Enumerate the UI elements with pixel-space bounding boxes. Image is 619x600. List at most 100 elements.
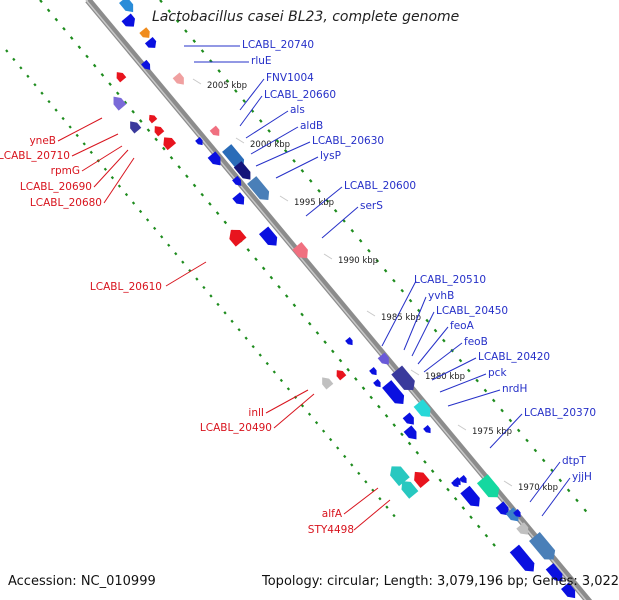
callout-line bbox=[71, 133, 119, 157]
callout-line bbox=[541, 477, 571, 517]
gc-dot bbox=[425, 318, 430, 323]
gc-dot bbox=[145, 218, 150, 222]
gc-dot bbox=[138, 119, 143, 123]
gc-dot bbox=[385, 505, 389, 509]
callout-line bbox=[343, 487, 379, 515]
gc-dot bbox=[54, 108, 58, 112]
callout-line bbox=[239, 95, 263, 127]
forward-gene bbox=[369, 367, 377, 376]
gc-dot bbox=[384, 414, 389, 418]
gene-label: LCABL_20630 bbox=[312, 135, 384, 147]
gc-dot bbox=[202, 285, 206, 290]
scale-label: 1975 kbp bbox=[472, 427, 512, 437]
gc-dot bbox=[61, 116, 65, 121]
forward-gene bbox=[172, 72, 184, 85]
gc-dot bbox=[54, 17, 59, 22]
gc-dot bbox=[367, 248, 371, 253]
gc-dot bbox=[375, 258, 380, 263]
gc-dot bbox=[286, 387, 291, 391]
reverse-gene bbox=[163, 137, 177, 151]
gene-label: feoB bbox=[464, 336, 488, 348]
gc-dot bbox=[258, 353, 262, 357]
forward-gene bbox=[423, 425, 431, 434]
gc-dot bbox=[138, 209, 143, 214]
gene-label: lysP bbox=[320, 150, 341, 162]
gc-dot bbox=[446, 487, 450, 492]
gene-label: feoA bbox=[450, 320, 475, 332]
gc-dot bbox=[284, 294, 289, 298]
reverse-gene bbox=[401, 481, 419, 499]
callout-line bbox=[321, 206, 359, 239]
gene-label: STY4498 bbox=[308, 524, 354, 536]
gc-dot bbox=[469, 515, 473, 520]
scale-tick bbox=[235, 137, 245, 144]
forward-gene bbox=[222, 144, 245, 168]
callout-line bbox=[529, 461, 561, 503]
gc-dot bbox=[423, 460, 427, 464]
gc-dot bbox=[525, 438, 529, 443]
gc-dot bbox=[77, 45, 82, 50]
gc-dot bbox=[62, 26, 66, 31]
gc-dot bbox=[433, 328, 438, 333]
gc-dot bbox=[392, 423, 397, 427]
gc-dot bbox=[154, 137, 158, 142]
forward-gene bbox=[459, 475, 467, 484]
gc-dot bbox=[408, 298, 413, 303]
gc-dot bbox=[330, 349, 335, 354]
forward-gene bbox=[119, 0, 134, 13]
forward-gene bbox=[373, 379, 381, 388]
gene-label: rpmG bbox=[51, 165, 80, 177]
gc-dot bbox=[242, 99, 246, 103]
forward-gene bbox=[121, 13, 135, 27]
callout-line bbox=[381, 280, 417, 347]
gene-label: yvhB bbox=[428, 290, 454, 302]
forward-gene bbox=[509, 544, 535, 572]
genome-summary-text: Topology: circular; Length: 3,079,196 bp… bbox=[262, 574, 619, 589]
gc-dot bbox=[314, 421, 319, 425]
reverse-gene bbox=[154, 126, 165, 137]
callout-line bbox=[273, 393, 315, 429]
forward-gene bbox=[545, 563, 563, 582]
gc-dot bbox=[234, 89, 238, 93]
gc-dot bbox=[217, 69, 222, 73]
gc-skew-track-outer bbox=[39, 0, 588, 547]
gc-dot bbox=[275, 139, 280, 143]
gene-label: alfA bbox=[322, 508, 343, 520]
gc-dot bbox=[350, 463, 354, 467]
gc-dot bbox=[267, 129, 271, 133]
gc-dot bbox=[315, 331, 320, 335]
gc-dot bbox=[209, 294, 213, 298]
gc-dot bbox=[307, 412, 312, 416]
gc-dot bbox=[75, 133, 79, 138]
gc-dot bbox=[307, 321, 312, 326]
gc-dot bbox=[400, 288, 405, 293]
callout-line bbox=[305, 186, 343, 217]
gc-dot bbox=[225, 79, 230, 83]
gene-label: LCABL_20690 bbox=[20, 181, 92, 193]
gc-dot bbox=[46, 8, 51, 13]
gene-label: LCABL_20450 bbox=[436, 305, 508, 317]
gc-dot bbox=[223, 220, 228, 225]
gene-label: inlI bbox=[248, 407, 264, 419]
gene-label: dtpT bbox=[562, 455, 586, 467]
gc-dot bbox=[321, 429, 326, 433]
gene-label: aldB bbox=[300, 120, 323, 132]
gc-dot bbox=[195, 277, 199, 281]
gene-label: LCABL_20420 bbox=[478, 351, 550, 363]
gc-dot bbox=[583, 508, 588, 513]
gc-dot bbox=[230, 319, 234, 323]
gc-dot bbox=[343, 454, 347, 459]
gc-dot bbox=[162, 146, 166, 151]
gc-dot bbox=[317, 188, 321, 193]
gc-dot bbox=[392, 513, 396, 518]
callout-line bbox=[423, 342, 463, 373]
gene-label: LCABL_20370 bbox=[524, 407, 596, 419]
scale-tick bbox=[279, 195, 289, 202]
gc-dot bbox=[558, 478, 563, 483]
gc-dot bbox=[110, 176, 115, 180]
gc-dot bbox=[167, 243, 171, 247]
forward-gene bbox=[232, 175, 242, 186]
forward-gene bbox=[513, 509, 521, 518]
gc-dot bbox=[103, 167, 108, 171]
